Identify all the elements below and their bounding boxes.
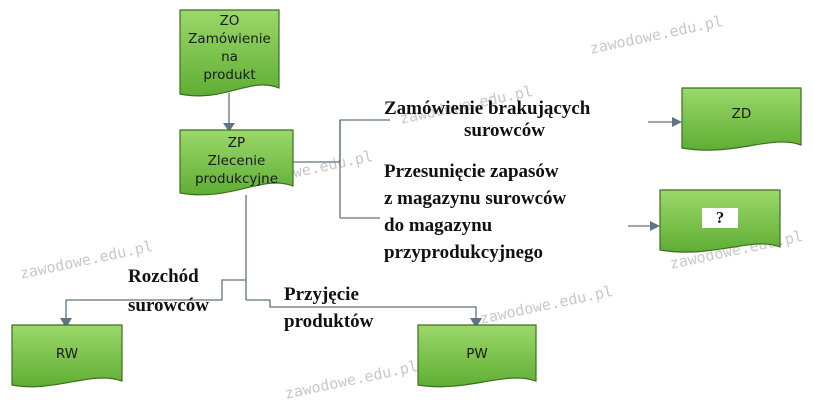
document-zd: ZD — [682, 94, 801, 134]
document-zd-code: ZD — [731, 106, 752, 122]
document-pw: PW — [418, 333, 536, 375]
label-zamowienie-line1: Zamówienie brakujących — [384, 98, 591, 119]
document-unknown-mark: ? — [701, 208, 739, 228]
document-zp: ZP Zlecenie produkcyjne — [180, 133, 293, 189]
document-rw-code: RW — [55, 346, 79, 362]
document-rw-shape — [11, 324, 123, 388]
label-przyjecie-line1: Przyjęcie — [284, 284, 359, 305]
document-zo-shape — [179, 9, 280, 97]
document-zp-line1: Zlecenie — [207, 153, 266, 169]
label-przesuniecie-line4: przyprodukcyjnego — [384, 242, 544, 263]
document-zo-line1: Zamówienie na — [188, 31, 271, 65]
document-zp-shape — [179, 129, 294, 196]
label-przesuniecie-line3: do magazynu — [384, 215, 493, 236]
label-rozchod-line1: Rozchód — [128, 266, 199, 287]
label-przyjecie-line2: produktów — [284, 311, 374, 332]
document-zp-code: ZP — [227, 135, 246, 151]
arrowhead-rw — [60, 318, 72, 328]
connector-lines — [65, 93, 675, 322]
label-przesuniecie-line1: Przesunięcie zapasów — [384, 161, 559, 182]
document-rw: RW — [12, 333, 122, 375]
label-zamowienie-line2: surowców — [464, 120, 545, 141]
arrowhead-zd — [672, 117, 682, 127]
connector-arrowheads — [60, 117, 682, 328]
arrowhead-zp — [223, 123, 235, 132]
document-zo-code: ZO — [219, 13, 240, 29]
label-rozchod-line2: surowców — [128, 295, 209, 316]
document-pw-code: PW — [466, 346, 488, 362]
document-pw-shape — [417, 324, 537, 388]
document-zd-shape — [681, 87, 802, 151]
document-zp-line2: produkcyjne — [194, 171, 279, 187]
label-przesuniecie-line2: z magazynu surowców — [384, 188, 567, 209]
document-zo-line2: produkt — [203, 67, 256, 83]
arrowhead-pw — [470, 318, 482, 328]
arrowhead-unknown — [650, 221, 660, 231]
connector-to-pw — [246, 299, 477, 322]
document-unknown: ? — [660, 198, 780, 238]
connector-to-rw — [65, 279, 246, 322]
connector-zp-branch — [293, 119, 390, 163]
document-zo: ZO Zamówienie na produkt — [180, 13, 279, 83]
